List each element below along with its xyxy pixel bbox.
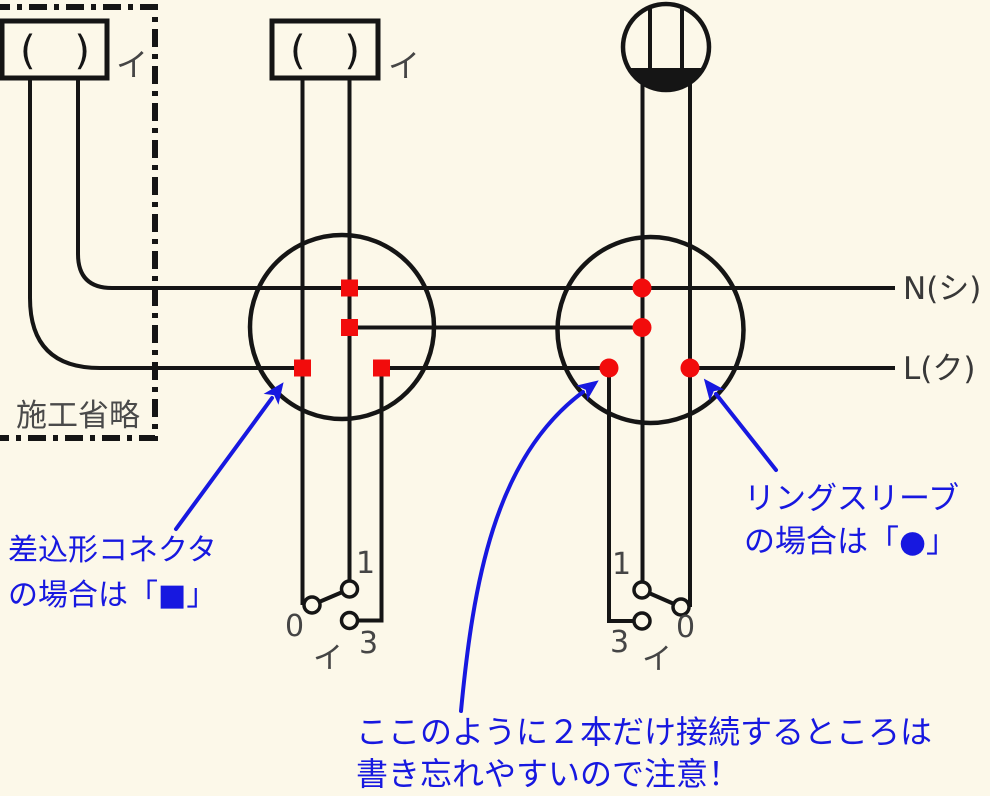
ring-sleeve-annotation: リングスリーブ の場合は「●」 — [744, 481, 959, 560]
wire-left-switch-terminal3 — [358, 368, 384, 623]
lamp-middle-paren-symbol: ( ) — [290, 28, 360, 74]
neutral-line-label: N(シ) — [903, 271, 981, 307]
lamp-left-omitted: ( ) イ — [0, 18, 148, 84]
connector-annotation-line2: の場合は「■」 — [8, 578, 216, 613]
lamp-left-circuit-label: イ — [116, 46, 148, 84]
wire-omitted-lamp-neutral — [76, 78, 113, 290]
switch-left-circuit-label: イ — [313, 641, 343, 676]
ceiling-light-symbol — [620, 1, 712, 93]
lamp-left-paren-symbol: ( ) — [20, 28, 90, 74]
ring-sleeve-marker-traveler1 — [632, 318, 652, 337]
switch-right-terminal-1 — [632, 580, 652, 600]
warning-annotation: ここのように２本だけ接続するところは 書き忘れやすいので注意！ — [356, 713, 932, 793]
switch-right: 1 3 0 イ — [610, 547, 695, 677]
switch-right-terminal-3 — [632, 611, 652, 631]
ring-sleeve-marker-traveler3 — [599, 358, 619, 378]
lamp-left-box — [0, 18, 110, 81]
connector-marker-traveler1 — [341, 319, 358, 336]
connector-annotation-line1: 差込形コネクタ — [8, 533, 217, 568]
warning-annotation-line2: 書き忘れやすいので注意！ — [356, 755, 740, 793]
connector-annotation-arrow — [174, 382, 284, 531]
connector-marker-traveler3 — [373, 359, 390, 377]
lamp-middle-box — [269, 18, 381, 81]
connector-marker-neutral — [341, 279, 358, 297]
ring-sleeve-annotation-arrow — [703, 378, 778, 472]
switch-right-terminal-0 — [671, 597, 691, 617]
switch-right-label-3: 3 — [610, 625, 629, 660]
switch-left-label-3: 3 — [359, 626, 378, 661]
switch-right-label-1: 1 — [612, 547, 631, 582]
switch-right-circuit-label: イ — [642, 642, 672, 677]
junction-box-right — [555, 234, 746, 426]
switch-left: 1 0 3 イ — [285, 546, 378, 676]
lamp-middle-circuit-label: イ — [388, 47, 420, 85]
junction-markers — [294, 278, 700, 378]
junction-box-left — [247, 232, 437, 422]
ring-sleeve-marker-neutral — [632, 278, 652, 298]
lamp-middle: ( ) イ — [269, 18, 420, 85]
warning-annotation-arrow — [459, 380, 599, 713]
switch-left-label-0: 0 — [285, 609, 304, 644]
ring-sleeve-annotation-line1: リングスリーブ — [744, 481, 959, 517]
switch-right-label-0: 0 — [676, 610, 695, 645]
wire-right-switch-terminal3 — [607, 368, 634, 623]
wire-omitted-lamp-live — [28, 78, 101, 370]
ring-sleeve-marker-live — [680, 358, 700, 378]
omission-boundary — [0, 4, 158, 441]
switch-left-label-1: 1 — [356, 546, 375, 581]
ceiling-light-slots — [648, 8, 684, 68]
connector-marker-live — [294, 359, 311, 377]
ceiling-light-filled-segment — [628, 68, 704, 91]
switch-left-terminal-1 — [339, 579, 360, 599]
connector-annotation: 差込形コネクタ の場合は「■」 — [8, 533, 217, 613]
switch-left-terminal-3 — [339, 610, 360, 631]
switch-left-terminal-0 — [302, 595, 322, 615]
omission-box-label: 施工省略 — [16, 398, 140, 434]
live-line-label: L(ク) — [903, 351, 975, 387]
ring-sleeve-annotation-line2: の場合は「●」 — [744, 524, 957, 560]
warning-annotation-line1: ここのように２本だけ接続するところは — [356, 713, 932, 751]
